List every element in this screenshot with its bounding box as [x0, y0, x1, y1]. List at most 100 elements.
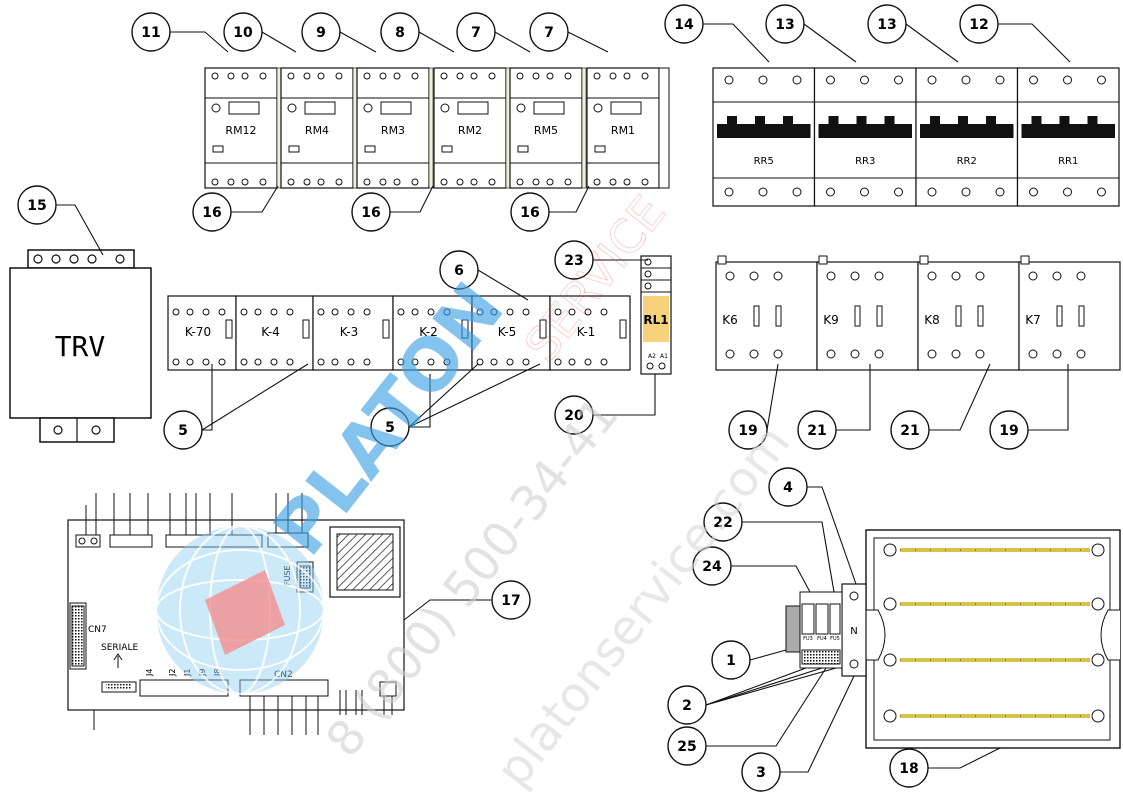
pin-j4: J4 — [145, 669, 154, 677]
callout-number: 11 — [141, 25, 160, 41]
contactor-label: K-2 — [419, 325, 438, 339]
leader-line — [929, 363, 991, 431]
thermal-relay-label: RM5 — [534, 124, 558, 137]
callout-marker: 6 — [439, 250, 479, 290]
callout-marker: 16 — [510, 192, 550, 232]
fuse-fu4: FU4 — [817, 636, 827, 642]
callout-marker: 2 — [667, 685, 707, 725]
callout-marker: 9 — [301, 12, 341, 52]
leader-line — [202, 364, 213, 431]
relay-fill — [643, 296, 669, 342]
leader-line — [749, 649, 787, 661]
leader-line — [261, 31, 297, 53]
callout-number: 24 — [702, 559, 722, 575]
neutral-label: N — [850, 626, 857, 637]
callout-number: 23 — [564, 253, 583, 269]
thermal-relay: RM1 — [586, 67, 664, 189]
leader-line — [905, 23, 959, 63]
callout-number: 7 — [544, 25, 554, 41]
breaker: RR5 — [712, 67, 816, 207]
cn7-label: CN7 — [88, 625, 107, 635]
callout-marker: 10 — [223, 12, 263, 52]
callout-number: 13 — [775, 17, 794, 33]
leader-line — [56, 204, 104, 256]
contactor-label: K6 — [722, 313, 738, 327]
leader-line — [706, 667, 827, 747]
callout-number: 2 — [682, 698, 692, 714]
callout-number: 15 — [27, 198, 46, 214]
callout-marker: 4 — [768, 467, 808, 507]
terminal-enclosure: N FU3 FU4 FU5 — [785, 529, 1121, 749]
thermal-relay-label: RM4 — [305, 124, 329, 137]
pin-j9: J9 — [198, 669, 207, 677]
callout-number: 21 — [900, 423, 919, 439]
callout-number: 3 — [756, 765, 766, 781]
thermal-relay-label: RM3 — [381, 124, 405, 137]
leader-line — [593, 374, 656, 416]
callout-marker: 1 — [711, 640, 751, 680]
callout-number: 12 — [969, 17, 988, 33]
callout-number: 18 — [899, 761, 918, 777]
leader-line — [231, 185, 279, 213]
callout-number: 17 — [501, 593, 520, 609]
transformer: TRV — [9, 249, 152, 443]
callout-number: 1 — [726, 653, 736, 669]
callout-marker: 17 — [491, 580, 531, 620]
leader-line — [567, 31, 609, 53]
callout-marker: 19 — [728, 410, 768, 450]
callout-marker: 13 — [867, 4, 907, 44]
callout-marker: 12 — [959, 4, 999, 44]
callout-number: 9 — [316, 25, 326, 41]
callout-marker: 15 — [17, 185, 57, 225]
callout-marker: 22 — [703, 502, 743, 542]
callout-number: 14 — [674, 17, 694, 33]
callout-number: 21 — [807, 423, 826, 439]
callout-number: 22 — [713, 515, 732, 531]
leader-line — [403, 599, 492, 621]
svg-text:A2: A2 — [648, 353, 656, 360]
callout-marker: 8 — [380, 12, 420, 52]
thermal-relay: RM2 — [433, 67, 511, 189]
callout-number: 6 — [454, 263, 464, 279]
thermal-relay-label: RM2 — [458, 124, 482, 137]
svg-text:A1: A1 — [660, 353, 668, 360]
contactor: K-70 — [167, 295, 237, 371]
leader-line — [549, 185, 590, 213]
leader-line — [803, 23, 857, 63]
callout-marker: 18 — [889, 748, 929, 788]
callout-number: 13 — [877, 17, 896, 33]
leader-line — [170, 31, 229, 53]
leader-line — [477, 269, 529, 301]
contactor-label: K-3 — [340, 325, 359, 339]
callout-number: 8 — [395, 25, 405, 41]
callout-marker: 16 — [192, 192, 232, 232]
contactor-label: K-70 — [185, 325, 211, 339]
pin-j2: J2 — [168, 669, 177, 677]
breaker: RR2 — [915, 67, 1019, 207]
contactor: K6 — [715, 255, 818, 371]
contactor: K-5 — [471, 295, 551, 371]
contactor: K-1 — [549, 295, 631, 371]
leader-line — [731, 565, 811, 593]
callout-number: 10 — [233, 25, 253, 41]
callout-number: 5 — [178, 423, 188, 439]
contactor: K-3 — [312, 295, 394, 371]
pin-j1: J1 — [183, 669, 192, 677]
callout-marker: 14 — [664, 4, 704, 44]
contactor: K-2 — [392, 295, 473, 371]
contactor: K7 — [1018, 255, 1121, 371]
leader-line — [339, 31, 377, 53]
pin-j8: J8 — [213, 669, 222, 677]
leader-line — [409, 374, 431, 428]
breaker: RR3 — [813, 67, 917, 207]
callout-number: 19 — [999, 423, 1018, 439]
thermal-relay: RM5 — [509, 67, 587, 189]
breaker-label: RR3 — [855, 156, 875, 167]
leader-line — [998, 23, 1071, 63]
leader-line — [408, 363, 541, 428]
contactor-label: K7 — [1025, 313, 1041, 327]
